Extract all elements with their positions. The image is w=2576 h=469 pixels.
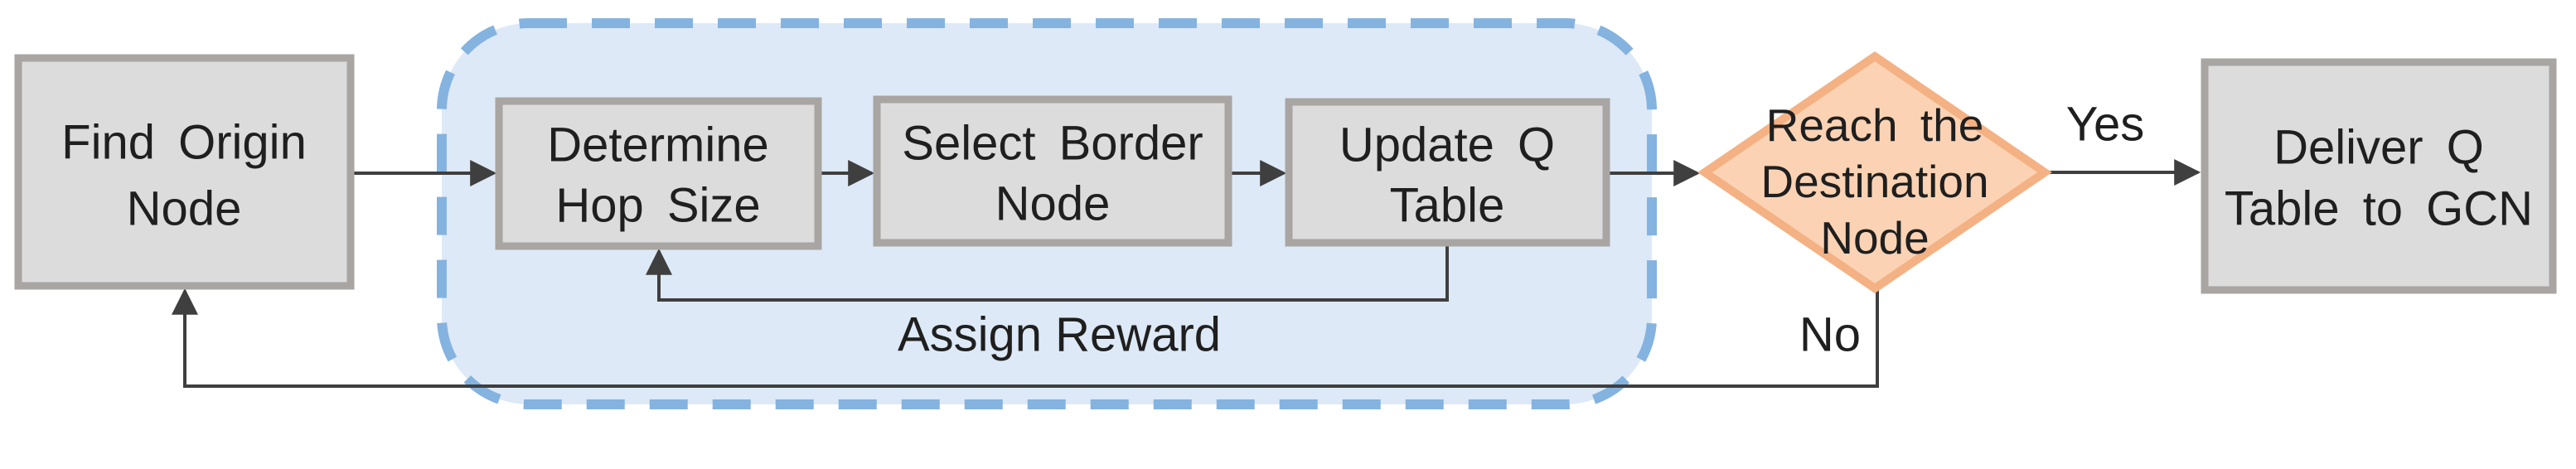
- node-find-origin-label-line1: Find Origin: [61, 116, 307, 170]
- node-select-border: Select Border Node: [873, 95, 1232, 247]
- node-update-q-shape: [1285, 98, 1610, 247]
- node-deliver-q-gcn-label-line1: Deliver Q: [2273, 121, 2484, 175]
- node-deliver-q-gcn: Deliver Q Table to GCN: [2201, 58, 2557, 294]
- edge-updateq-to-determinehop-reward: [646, 243, 1449, 302]
- node-select-border-label-line1: Select Border: [902, 117, 1203, 171]
- node-find-origin-label-line2: Node: [127, 182, 242, 236]
- node-decision-label-line3: Node: [1820, 212, 1929, 264]
- node-determine-hop-label-line2: Hop Size: [555, 179, 760, 233]
- node-determine-hop-shape: [495, 97, 822, 250]
- node-deliver-q-gcn-shape: [2201, 58, 2557, 294]
- edge-label-yes: Yes: [2066, 98, 2145, 152]
- node-determine-hop: Determine Hop Size: [495, 97, 822, 250]
- node-deliver-q-gcn-label-line2: Table to GCN: [2225, 182, 2533, 236]
- node-find-origin: Find Origin Node: [14, 54, 355, 290]
- node-determine-hop-label-line1: Determine: [547, 118, 769, 172]
- node-find-origin-shape: [14, 54, 355, 290]
- edge-decision-to-findorigin-no: [172, 288, 1879, 388]
- node-decision-label-line1: Reach the: [1766, 99, 1984, 151]
- node-decision-label-line2: Destination: [1760, 156, 1988, 207]
- node-decision-shape: [1697, 51, 2052, 294]
- node-select-border-label-line2: Node: [995, 177, 1111, 231]
- node-update-q: Update Q Table: [1285, 98, 1610, 247]
- node-update-q-label-line2: Table: [1390, 179, 1505, 233]
- edge-label-no: No: [1799, 308, 1861, 362]
- edge-label-assign-reward: Assign Reward: [898, 308, 1221, 362]
- node-select-border-shape: [873, 95, 1232, 247]
- node-decision-reach-destination: Reach the Destination Node: [1697, 51, 2052, 294]
- node-update-q-label-line1: Update Q: [1339, 118, 1555, 172]
